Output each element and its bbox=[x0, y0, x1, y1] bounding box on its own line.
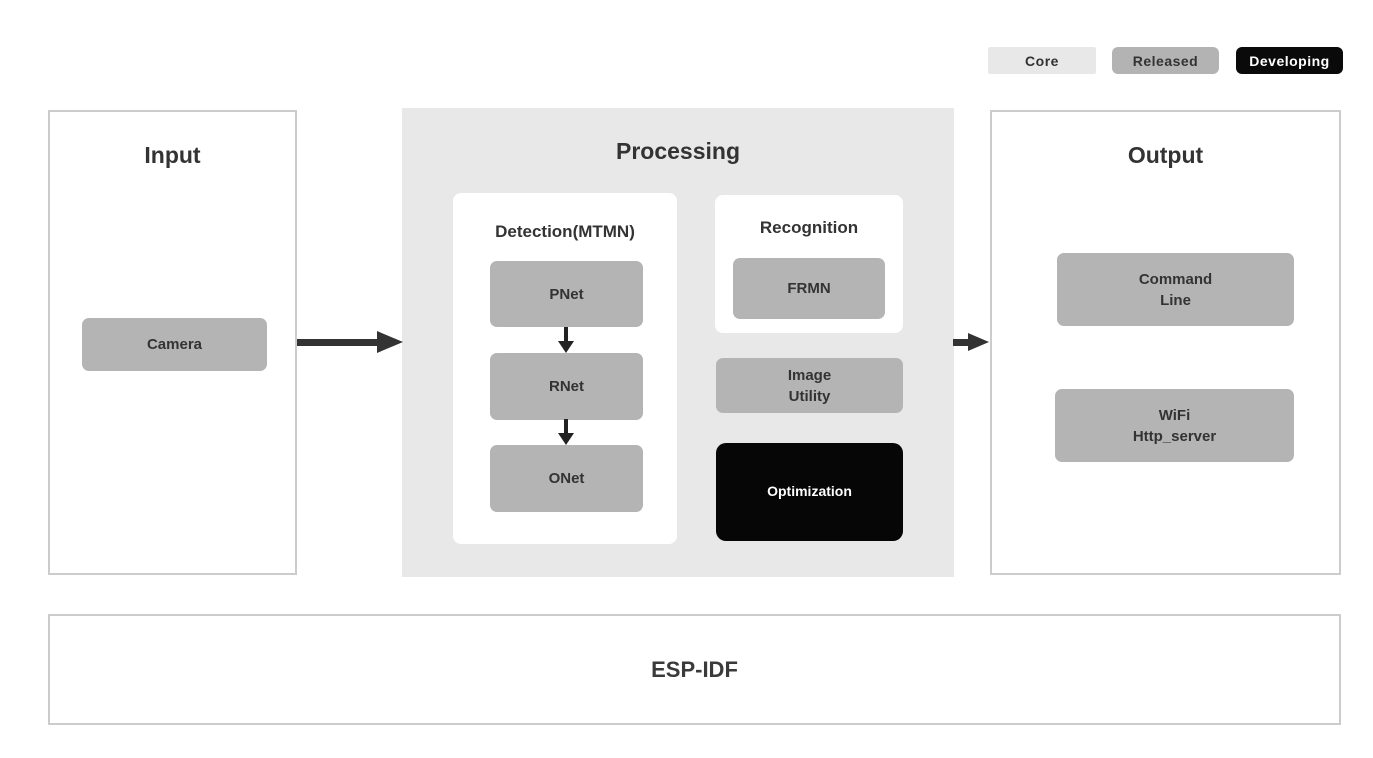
rnet-node: RNet bbox=[490, 353, 643, 420]
legend-chip-developing: Developing bbox=[1236, 47, 1343, 74]
esp-idf-title: ESP-IDF bbox=[651, 656, 738, 682]
output-panel: Output Command Line WiFi Http_server bbox=[990, 110, 1341, 575]
optimization-node: Optimization bbox=[716, 443, 903, 541]
output-panel-title: Output bbox=[1127, 142, 1204, 168]
camera-node: Camera bbox=[82, 318, 267, 371]
arrow-rnet-to-onet-icon bbox=[558, 419, 574, 445]
wifi-http-server-node: WiFi Http_server bbox=[1055, 389, 1294, 462]
esp-idf-panel: ESP-IDF bbox=[48, 614, 1341, 725]
arrow-processing-to-output-icon bbox=[953, 333, 989, 351]
arrow-input-to-processing-icon bbox=[297, 331, 403, 353]
onet-node: ONet bbox=[490, 445, 643, 512]
legend-chip-released: Released bbox=[1112, 47, 1219, 74]
image-utility-node: Image Utility bbox=[716, 358, 903, 413]
processing-panel: Processing Detection(MTMN) PNet RNet ONe… bbox=[402, 108, 954, 577]
pnet-node: PNet bbox=[490, 261, 643, 327]
input-panel-title: Input bbox=[144, 142, 201, 168]
detection-group-title: Detection(MTMN) bbox=[495, 222, 635, 241]
processing-panel-title: Processing bbox=[616, 138, 740, 164]
arrow-pnet-to-rnet-icon bbox=[558, 327, 574, 353]
frmn-node: FRMN bbox=[733, 258, 885, 319]
recognition-group-title: Recognition bbox=[759, 218, 859, 237]
input-panel: Input Camera bbox=[48, 110, 297, 575]
recognition-group: Recognition FRMN bbox=[715, 195, 903, 333]
legend-chip-core: Core bbox=[988, 47, 1096, 74]
command-line-node: Command Line bbox=[1057, 253, 1294, 326]
detection-group: Detection(MTMN) PNet RNet ONet bbox=[453, 193, 677, 544]
